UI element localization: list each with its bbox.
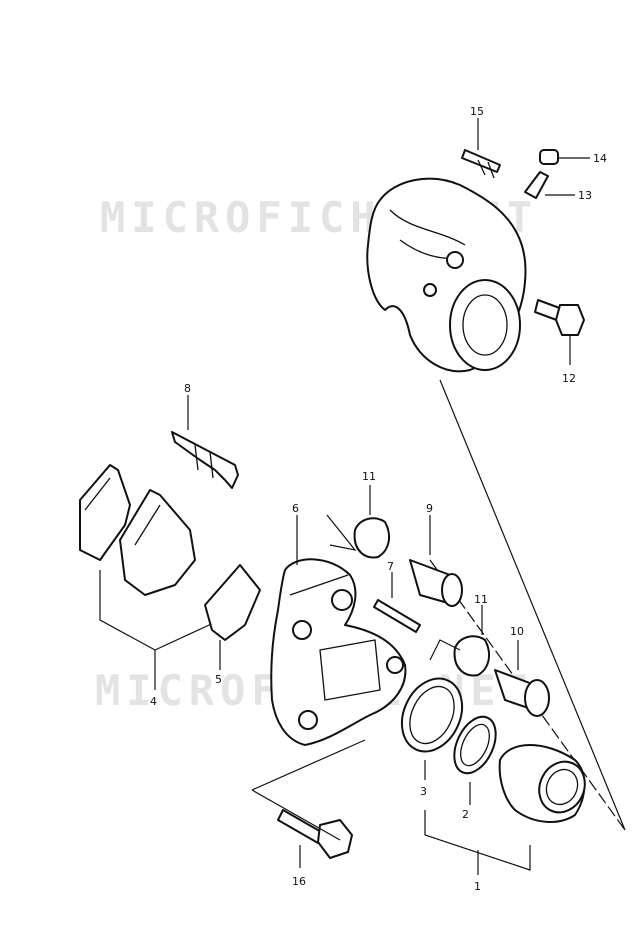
part-3-dust-seal [400,677,464,780]
callout-4: 4 [150,695,157,708]
part-12-bolt [534,299,585,365]
part-4-brake-pads [79,464,221,690]
callout-numbers: 1 2 3 4 5 6 7 8 9 10 11 11 12 13 14 15 1… [150,105,607,893]
callout-2: 2 [462,808,469,821]
callout-9: 9 [426,502,433,515]
part-9-sleeve [409,515,463,607]
callout-16: 16 [292,875,306,888]
part-8-spring-clip [171,395,239,489]
callout-14: 14 [593,152,607,165]
callout-11-upper: 11 [362,470,376,483]
part-11-boot-upper [326,485,391,559]
callout-7: 7 [387,560,394,573]
bracket-reference-line [251,739,366,841]
callout-1: 1 [474,880,481,893]
part-10-bolt [494,640,550,717]
part-14-cap [539,149,590,165]
callout-6: 6 [292,502,299,515]
part-5-shim [204,564,261,670]
callout-3: 3 [420,785,427,798]
part-2-piston-seal [453,715,497,805]
part-7-pin [373,572,421,633]
part-1-piston [424,744,586,875]
part-6-caliper-bracket [270,515,407,746]
callout-12: 12 [562,372,576,385]
part-16-bolt [277,809,353,868]
callout-5: 5 [215,673,222,686]
part-11-boot-lower [429,605,491,677]
callout-10: 10 [510,625,524,638]
part-15-clip [461,118,501,179]
part-13-bleeder-screw [524,171,575,199]
callout-15: 15 [470,105,484,118]
callout-13: 13 [578,189,592,202]
caliper-body-upper [366,177,527,373]
callout-8: 8 [184,382,191,395]
callout-11-lower: 11 [474,593,488,606]
